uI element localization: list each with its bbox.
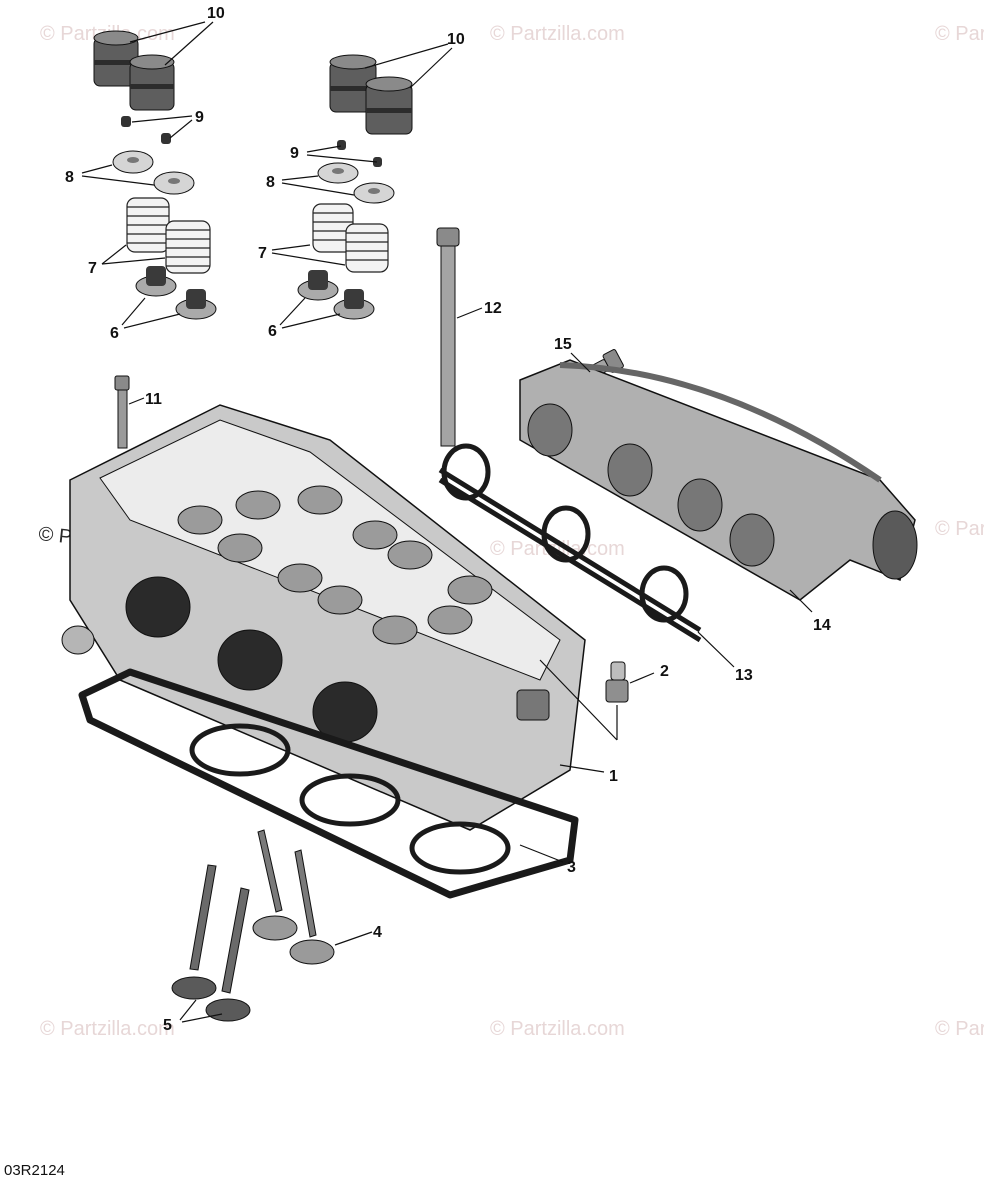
callout-8: 8	[65, 169, 74, 186]
watermark: © Partzilla.com	[490, 1018, 625, 1040]
watermark: © Partzilla.com	[935, 1018, 984, 1040]
callout-6: 6	[268, 323, 277, 340]
watermark: © Partzilla.com	[40, 1018, 175, 1040]
exhaust-gasket-part	[438, 443, 702, 643]
long-bolt-part	[436, 227, 460, 447]
figure-code: 03R2124	[4, 1162, 65, 1179]
head-gasket-part	[78, 668, 579, 899]
callout-13: 13	[735, 667, 753, 684]
tappet-part	[329, 54, 413, 135]
cylinder-head-part	[61, 404, 586, 831]
watermark: © Partzilla.com	[490, 538, 625, 560]
valve-stem-seal-part	[135, 266, 375, 320]
callout-4: 4	[373, 924, 382, 941]
leader-lines	[81, 21, 813, 1023]
callout-2: 2	[660, 663, 669, 680]
callout-10: 10	[447, 31, 465, 48]
spring-retainer-part	[112, 150, 395, 204]
valve-part	[171, 864, 251, 1022]
callout-14: 14	[813, 617, 831, 634]
valve-part	[252, 829, 335, 965]
callout-labels: 10 10 9 9 8 8 7 7 6 6 11 12 15 14 13 2 1…	[65, 5, 831, 1034]
valve-keeper-part	[121, 116, 382, 167]
callout-11: 11	[145, 391, 162, 408]
valve-spring-part	[126, 197, 389, 274]
callout-7: 7	[88, 260, 97, 277]
callout-6: 6	[110, 325, 119, 342]
callout-9: 9	[290, 145, 299, 162]
watermark: © Partzilla.com	[935, 23, 984, 45]
callout-8: 8	[266, 174, 275, 191]
plug-part	[605, 661, 629, 703]
watermark-layer: © Partzilla.com © Partzilla.com © Partzi…	[37, 23, 984, 1040]
bolt-part	[114, 375, 130, 449]
callout-9: 9	[195, 109, 204, 126]
callout-12: 12	[484, 300, 502, 317]
callout-3: 3	[567, 859, 576, 876]
callout-10: 10	[207, 5, 225, 22]
callout-5: 5	[163, 1017, 172, 1034]
exhaust-manifold-part	[519, 359, 918, 601]
watermark: © Partzilla.com	[935, 518, 984, 540]
callout-7: 7	[258, 245, 267, 262]
watermark: © Partzilla.com	[490, 23, 625, 45]
callout-1: 1	[609, 768, 618, 785]
callout-15: 15	[554, 336, 572, 353]
tappet-part	[93, 30, 175, 111]
